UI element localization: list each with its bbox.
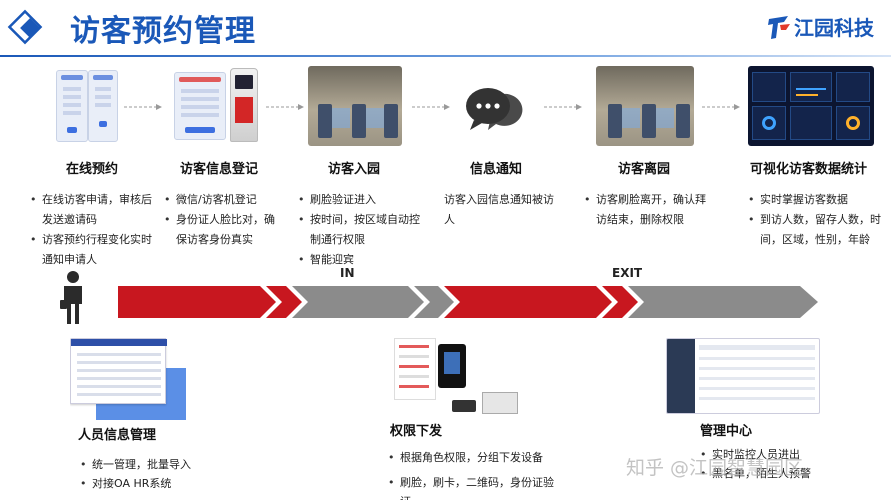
step-title-dashboard: 可视化访客数据统计 xyxy=(750,162,868,177)
flow-arrow-3 xyxy=(412,104,450,110)
step-title-online-booking: 在线预约 xyxy=(66,162,119,177)
step-dashboard-image xyxy=(748,66,874,146)
step-list-exit: 访客刷脸离开，确认拜访结束，删除权限 xyxy=(584,190,706,230)
header-divider xyxy=(0,55,891,57)
bottom-bullet: 统一管理，批量导入 xyxy=(80,455,220,474)
flow-arrow-5 xyxy=(702,104,740,110)
bottom-title-permission: 权限下发 xyxy=(390,424,443,439)
band-segment-red-1 xyxy=(118,286,276,318)
flow-band xyxy=(118,286,818,318)
step-list-dashboard: 实时掌握访客数据 到访人数，留存人数，时间，区域，性别，年龄 xyxy=(748,190,882,250)
step-list-registration: 微信/访客机登记 身份证人脸比对，确保访客身份真实 xyxy=(164,190,284,250)
bottom-bullet: 对接OA HR系统 xyxy=(80,474,220,493)
in-label: IN xyxy=(340,266,355,280)
bottom-bullet: 实时监控人员进出 xyxy=(700,445,850,464)
step-title-notification: 信息通知 xyxy=(470,162,523,177)
step-title-entry: 访客入园 xyxy=(328,162,381,177)
chat-bubble-icon xyxy=(466,88,523,130)
step-registration-image xyxy=(174,66,262,146)
step-list-online-booking: 在线访客申请，审核后发送邀请码 访客预约行程变化实时通知申请人 xyxy=(30,190,156,270)
step-text-notification: 访客入园信息通知被访人 xyxy=(444,193,554,226)
visitor-person-icon xyxy=(60,271,82,324)
bottom-title-management-center: 管理中心 xyxy=(700,424,753,439)
step-exit-gate-image xyxy=(596,66,694,146)
band-segment-red-2 xyxy=(266,286,302,318)
band-segment-gray-2 xyxy=(414,286,454,318)
bottom-list-permission: 根据角色权限，分组下发设备 刷脸，刷卡，二维码，身份证验证 xyxy=(388,448,558,500)
bottom-bullet: 根据角色权限，分组下发设备 xyxy=(388,448,558,467)
management-center-image xyxy=(666,338,820,414)
step-bullet: 智能迎宾 xyxy=(298,250,422,270)
flow-arrow-1 xyxy=(124,104,162,110)
band-segment-gray-3 xyxy=(628,286,818,318)
step-bullet: 到访人数，留存人数，时间，区域，性别，年龄 xyxy=(748,210,882,250)
step-list-entry: 刷脸验证进入 按时间，按区域自动控制通行权限 智能迎宾 xyxy=(298,190,422,270)
step-bullet: 按时间，按区域自动控制通行权限 xyxy=(298,210,422,250)
page-title: 访客预约管理 xyxy=(70,14,256,49)
bottom-bullet: 刷脸，刷卡，二维码，身份证验证 xyxy=(388,473,558,500)
step-bullet: 微信/访客机登记 xyxy=(164,190,284,210)
step-bullet: 身份证人脸比对，确保访客身份真实 xyxy=(164,210,284,250)
personnel-management-image xyxy=(70,338,186,422)
step-bullet: 实时掌握访客数据 xyxy=(748,190,882,210)
permission-distribution-image xyxy=(394,336,526,424)
logo-text: 江园科技 xyxy=(794,16,874,40)
bottom-bullet: 黑名单，陌生人预警 xyxy=(700,464,850,483)
flow-arrow-4 xyxy=(544,104,582,110)
step-bullet: 刷脸验证进入 xyxy=(298,190,422,210)
logo-mark-icon xyxy=(768,15,790,39)
step-bullet: 访客刷脸离开，确认拜访结束，删除权限 xyxy=(584,190,706,230)
exit-label: EXIT xyxy=(612,266,643,280)
band-segment-gray-1 xyxy=(292,286,424,318)
company-logo: 江园科技 xyxy=(766,12,874,41)
step-bullet: 在线访客申请，审核后发送邀请码 xyxy=(30,190,156,230)
header-diamond-icon xyxy=(7,9,43,45)
step-title-exit: 访客离园 xyxy=(618,162,671,177)
step-bullet: 访客预约行程变化实时通知申请人 xyxy=(30,230,156,270)
flow-arrow-2 xyxy=(266,104,304,110)
band-segment-red-4 xyxy=(602,286,638,318)
step-entry-gate-image xyxy=(308,66,402,146)
step-online-booking-image xyxy=(56,66,118,146)
bottom-list-personnel: 统一管理，批量导入 对接OA HR系统 xyxy=(80,455,220,493)
band-segment-red-3 xyxy=(444,286,612,318)
bottom-title-personnel: 人员信息管理 xyxy=(78,428,157,443)
watermark: 知乎 @江园智慧园区 xyxy=(626,457,804,479)
step-title-registration: 访客信息登记 xyxy=(180,162,259,177)
bottom-list-management-center: 实时监控人员进出 黑名单，陌生人预警 xyxy=(700,445,850,483)
